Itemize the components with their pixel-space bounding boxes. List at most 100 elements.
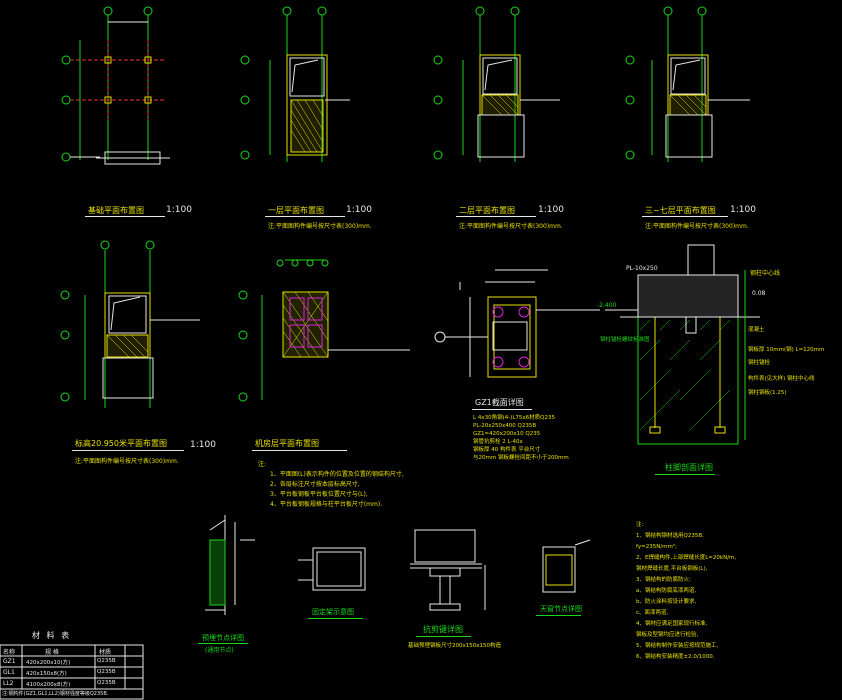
plan-underline-level-3-7 bbox=[642, 216, 728, 217]
material-row-2-mat: Q235B bbox=[97, 669, 116, 675]
plan-underline-level-1 bbox=[265, 216, 345, 217]
material-table-header-mat: 材质 bbox=[99, 649, 112, 656]
material-table-footnote: 注:钢构件(GZ1,GL1,LL2)钢材强度等级Q235B. bbox=[2, 691, 109, 697]
material-row-1-mat: Q235B bbox=[97, 658, 116, 664]
gz1-underline bbox=[472, 409, 532, 410]
plan-level-3-7 bbox=[625, 6, 750, 162]
fixed-frame-underline bbox=[308, 618, 363, 619]
shear-key-sub: 基础预埋钢板尺寸200x150x150构造 bbox=[408, 643, 502, 649]
right-note-11: 5、钢结构制作安装应按规范施工, bbox=[636, 643, 719, 649]
skylight-title: 天窗节点详图 bbox=[540, 605, 582, 613]
plan-note-level-1: 注:平面图构件编号按尺寸表(300)mm. bbox=[268, 223, 372, 230]
gz1-spec-6: 与20mm 钢板螺栓间距不小于200mm bbox=[473, 455, 569, 461]
skylight-detail bbox=[542, 539, 591, 593]
footing-label-elev: -2.400 bbox=[597, 302, 617, 309]
material-table-title: 材 料 表 bbox=[32, 631, 72, 640]
material-row-2-name: GL1 bbox=[3, 669, 15, 676]
gz1-title: GZ1截面详图 bbox=[475, 398, 524, 407]
note-line-2: 2、各层标注尺寸按本层标高尺寸, bbox=[270, 481, 360, 488]
footing-label-3: 钢柱中心线 bbox=[750, 270, 781, 277]
shear-key-underline bbox=[416, 636, 471, 637]
shear-key-detail bbox=[410, 529, 486, 611]
material-row-2-spec: 420x150x8(方) bbox=[26, 671, 67, 677]
notes-block: 注: 1、平面图(L)表示构件的位置及位置的钢结构尺寸, 2、各层标注尺寸按本层… bbox=[258, 460, 404, 510]
material-row-3-spec: 4100x200x8(方) bbox=[26, 682, 71, 688]
note-line-1: 1、平面图(L)表示构件的位置及位置的钢结构尺寸, bbox=[270, 471, 404, 478]
fixed-frame-detail bbox=[298, 547, 366, 591]
shear-key-title: 抗剪键详图 bbox=[423, 625, 463, 634]
plan-scale-level-2: 1:100 bbox=[538, 205, 564, 215]
skylight-underline bbox=[536, 615, 581, 616]
footing-label-pl: PL-10x250 bbox=[626, 265, 658, 272]
right-note-10: 钢板及型钢均应进行检验, bbox=[636, 632, 699, 638]
plan-level-2 bbox=[433, 6, 560, 162]
gz1-spec-5: 钢板厚 40 构件表 平台尺寸 bbox=[473, 447, 541, 453]
footing-underline bbox=[655, 474, 715, 475]
notes-header: 注: bbox=[258, 461, 267, 468]
plan-note-level-20950: 注:平面图构件编号按尺寸表(300)mm. bbox=[75, 458, 179, 465]
footing-label-7: 构件表(见大样) 钢柱中心线 bbox=[748, 376, 815, 382]
plan-title-machine-room: 机房层平面布置图 bbox=[255, 439, 319, 448]
embed-detail-title: 预埋节点详图 bbox=[202, 634, 244, 642]
gz1-specs: L 4x30角钢(4-)L75x6材质Q235 PL-20x250x400 Q2… bbox=[473, 414, 569, 462]
plan-title-level-20950: 标高20.950米平面布置图 bbox=[75, 439, 167, 448]
right-note-7: b、防火涂料按设计要求, bbox=[636, 599, 697, 605]
plan-underline-foundation bbox=[85, 216, 165, 217]
right-notes: 注: 1、钢结构钢材选用Q235B, fy=235N/mm²; 2、E焊缝构件,… bbox=[636, 520, 736, 663]
material-table-header-name: 名称 bbox=[3, 649, 16, 656]
fixed-frame-title: 固定架示意图 bbox=[312, 608, 354, 616]
plan-title-level-2: 二层平面布置图 bbox=[459, 206, 515, 215]
right-note-8: c、面漆两道, bbox=[636, 610, 669, 616]
plan-title-level-3-7: 三~七层平面布置图 bbox=[645, 206, 716, 215]
right-note-12: 6、钢结构安装精度±2.0/1000. bbox=[636, 654, 715, 660]
material-table-header-spec: 规 格 bbox=[45, 649, 59, 656]
plan-scale-level-1: 1:100 bbox=[346, 205, 372, 215]
gz1-spec-1: L 4x30角钢(4-)L75x6材质Q235 bbox=[473, 415, 555, 421]
footing-label-2: 0.08 bbox=[752, 290, 766, 297]
note-line-3: 3、平台板钢板平台板位置尺寸与(L), bbox=[270, 491, 368, 498]
material-row-3-mat: Q235B bbox=[97, 680, 116, 686]
plan-note-level-2: 注:平面图构件编号按尺寸表(300)mm. bbox=[459, 223, 563, 230]
right-note-1: 1、钢结构钢材选用Q235B, bbox=[636, 533, 704, 539]
footing-label-8: 钢柱钢板(1.25) bbox=[748, 390, 787, 396]
right-note-2: fy=235N/mm²; bbox=[636, 544, 677, 550]
right-notes-header: 注: bbox=[636, 522, 644, 528]
gz1-spec-2: PL-20x250x400 Q235B bbox=[473, 423, 537, 429]
footing-label-5: 钢板厚 10mm(钢) L=120mm bbox=[748, 347, 825, 353]
embed-detail bbox=[205, 515, 255, 615]
plan-title-foundation: 基础平面布置图 bbox=[88, 206, 144, 215]
embed-detail-underline bbox=[198, 643, 248, 644]
plan-underline-machine-room bbox=[252, 450, 347, 451]
footing-label-4: 混凝土 bbox=[748, 327, 765, 333]
plan-scale-level-20950: 1:100 bbox=[190, 440, 216, 450]
footing-title: 柱脚剖面详图 bbox=[665, 463, 713, 472]
note-line-4: 4、平台板钢板规格与柱平台板尺寸(mm). bbox=[270, 501, 383, 508]
right-note-5: 3、钢结构的防腐防火: bbox=[636, 577, 691, 583]
plan-note-level-3-7: 注:平面图构件编号按尺寸表(300)mm. bbox=[645, 223, 749, 230]
right-note-6: a、钢结构防腐底漆两道, bbox=[636, 588, 697, 594]
plan-level-20950 bbox=[60, 240, 200, 408]
gz1-section bbox=[434, 269, 600, 378]
gz1-spec-3: GZ1=420x200x10 Q235 bbox=[473, 431, 541, 437]
plan-scale-foundation: 1:100 bbox=[166, 205, 192, 215]
right-note-3: 2、E焊缝构件,上部焊缝长度L=20kN/m, bbox=[636, 555, 737, 561]
right-note-9: 4、钢材应满足国家现行标准, bbox=[636, 621, 708, 627]
plan-foundation bbox=[61, 6, 170, 165]
plan-level-1 bbox=[240, 6, 350, 162]
plan-underline-level-20950 bbox=[72, 450, 184, 451]
footing-label-9: 钢柱锚栓螺纹标准图 bbox=[600, 337, 650, 343]
footing-section bbox=[605, 244, 760, 445]
gz1-spec-4: 钢管抗剪栓 2 L-40x bbox=[473, 439, 523, 445]
plan-underline-level-2 bbox=[456, 216, 536, 217]
right-note-4: 钢材焊缝长度,平台板钢板(L), bbox=[636, 566, 708, 572]
embed-detail-sub: (通用节点) bbox=[205, 647, 234, 654]
material-row-1-name: GZ1 bbox=[3, 658, 16, 665]
plan-scale-level-3-7: 1:100 bbox=[730, 205, 756, 215]
material-row-1-spec: 420x200x10(方) bbox=[26, 660, 71, 666]
footing-label-6: 钢柱锚栓 bbox=[748, 360, 771, 366]
plan-machine-room bbox=[238, 259, 410, 402]
plan-title-level-1: 一层平面布置图 bbox=[268, 206, 324, 215]
material-table-grid bbox=[0, 644, 144, 700]
